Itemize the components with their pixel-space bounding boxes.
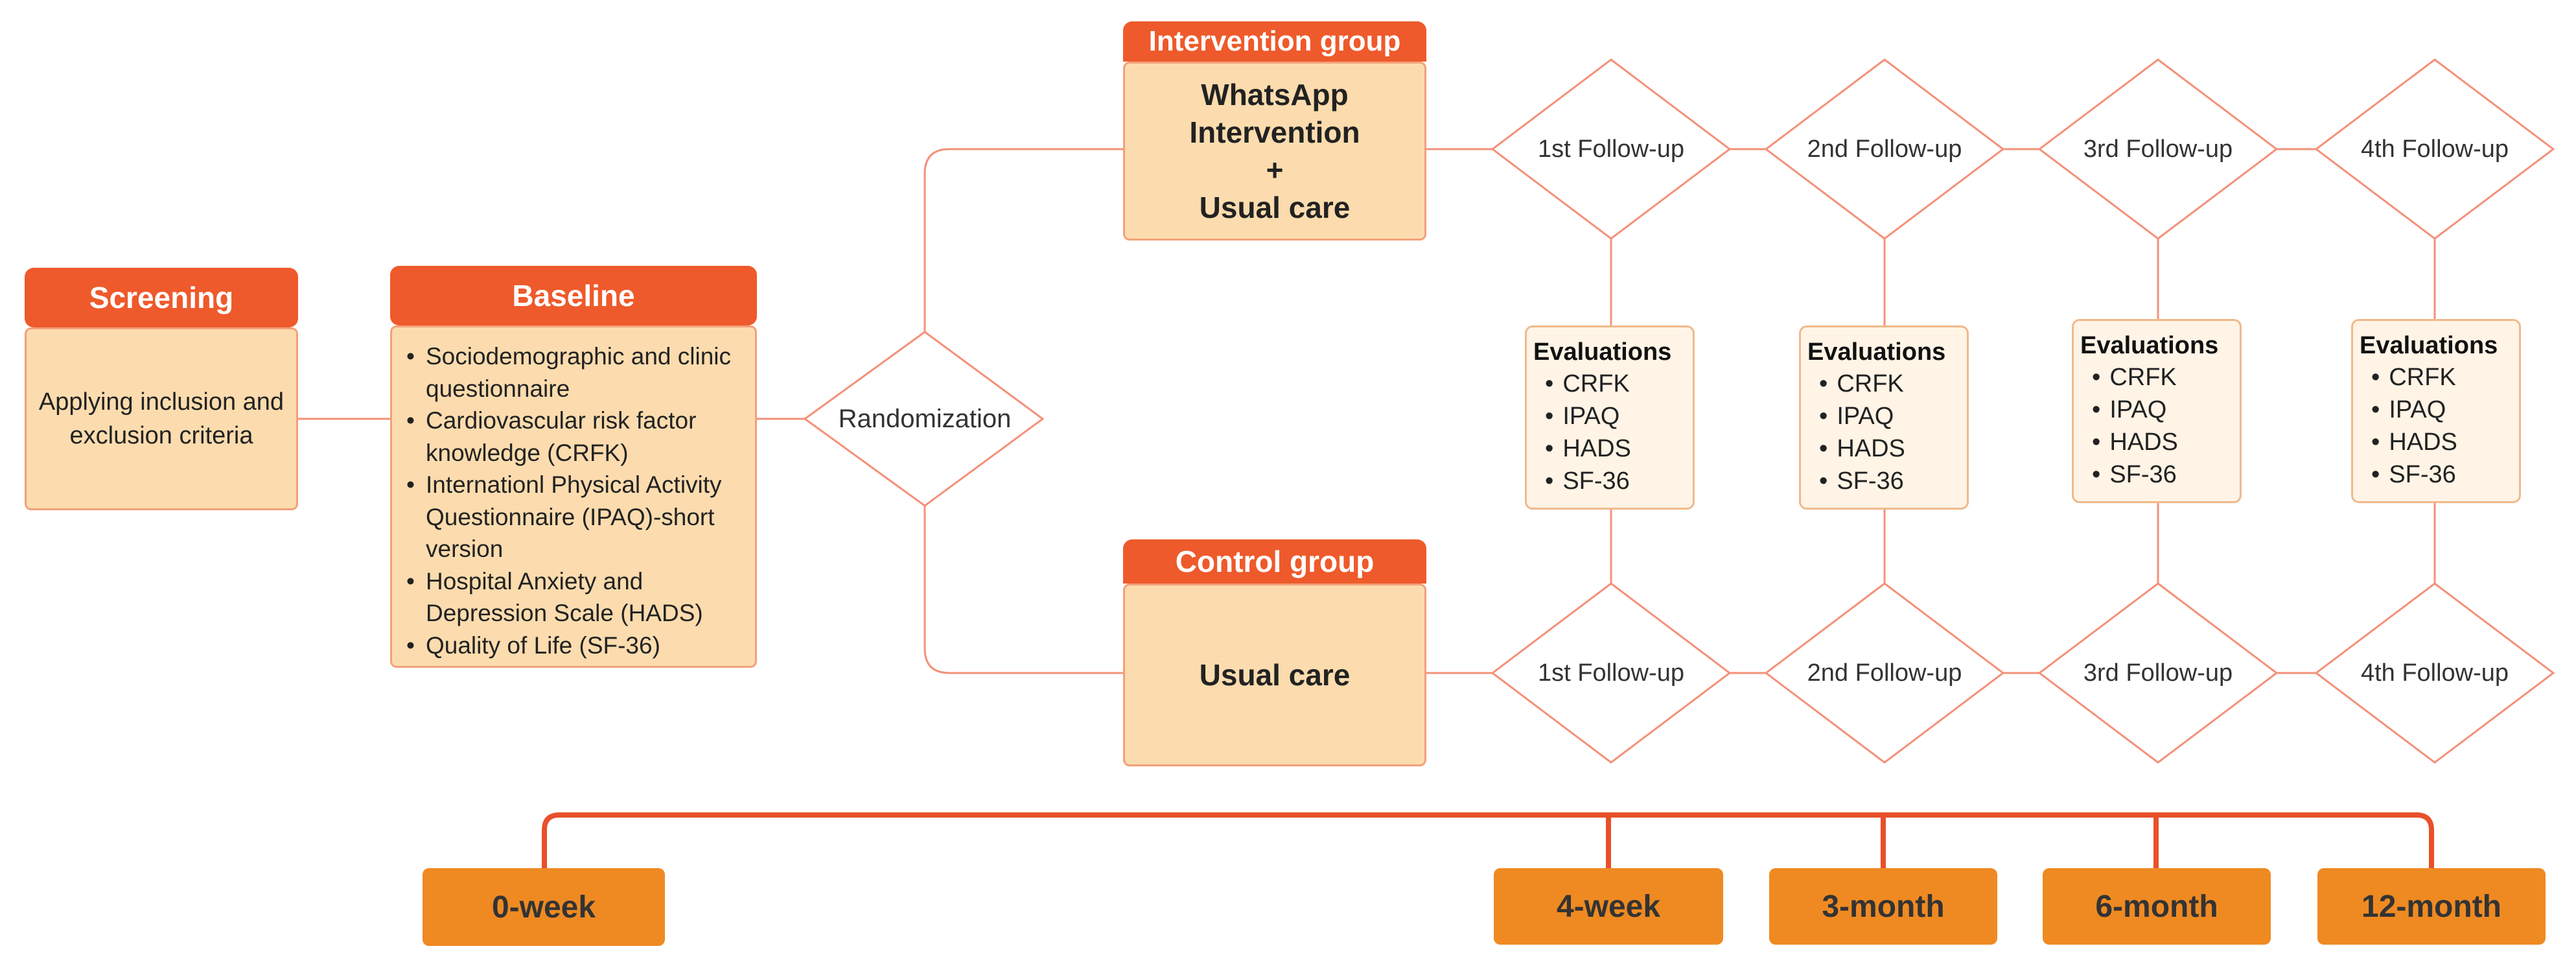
timeline-label: 4-week	[1556, 889, 1661, 924]
followup-label: 2nd Follow-up	[1807, 135, 1962, 163]
baseline-item: Internationl Physical Activity Questionn…	[392, 469, 748, 565]
timeline-box: 6-month	[2043, 868, 2271, 945]
followup-diamond	[1764, 582, 2005, 764]
randomization-label: Randomization	[838, 404, 1012, 433]
intervention-box: WhatsApp Intervention + Usual care	[1123, 62, 1426, 241]
evaluation-item: CRFK	[1819, 368, 1967, 400]
evaluation-item: IPAQ	[2371, 394, 2519, 426]
followup-label: 4th Follow-up	[2360, 135, 2509, 163]
followup-diamond	[2314, 58, 2555, 240]
evaluation-item: SF-36	[1819, 465, 1967, 497]
evaluation-item: CRFK	[1545, 368, 1693, 400]
timeline-label: 3-month	[1822, 889, 1945, 924]
baseline-header: Baseline	[390, 266, 757, 325]
baseline-item: Sociodemographic and clinic questionnair…	[392, 340, 748, 405]
baseline-item: Hospital Anxiety and Depression Scale (H…	[392, 565, 748, 630]
evaluations-list: CRFK IPAQ HADS SF-36	[1533, 368, 1693, 497]
baseline-item: Cardiovascular risk factor knowledge (CR…	[392, 405, 748, 469]
followup-label: 1st Follow-up	[1538, 659, 1684, 687]
screening-box: Applying inclusion and exclusion criteri…	[25, 327, 298, 510]
evaluations-box: Evaluations CRFK IPAQ HADS SF-36	[2351, 319, 2521, 503]
randomization-diamond	[803, 331, 1045, 507]
followup-diamond	[1491, 582, 1732, 764]
control-header-label: Control group	[1175, 545, 1375, 578]
evaluation-item: IPAQ	[1819, 400, 1967, 432]
evaluations-list: CRFK IPAQ HADS SF-36	[2080, 361, 2240, 491]
evaluations-title: Evaluations	[1807, 338, 1946, 366]
followup-label: 3rd Follow-up	[2083, 659, 2233, 687]
followup-diamond	[2314, 582, 2555, 764]
evaluations-list: CRFK IPAQ HADS SF-36	[1807, 368, 1967, 497]
evaluation-item: SF-36	[1545, 465, 1693, 497]
control-header: Control group	[1123, 539, 1426, 584]
evaluations-box: Evaluations CRFK IPAQ HADS SF-36	[1799, 325, 1969, 510]
timeline-label: 6-month	[2095, 889, 2218, 924]
evaluation-item: IPAQ	[1545, 400, 1693, 432]
timeline-line	[542, 812, 2434, 872]
intervention-header: Intervention group	[1123, 21, 1426, 62]
intervention-line: Usual care	[1199, 191, 1351, 224]
timeline-label: 12-month	[2361, 889, 2501, 924]
diamonds	[803, 58, 2555, 764]
intervention-header-label: Intervention group	[1148, 25, 1401, 57]
control-box: Usual care	[1123, 584, 1426, 766]
baseline-item: Quality of Life (SF-36)	[392, 630, 748, 662]
evaluations-list: CRFK IPAQ HADS SF-36	[2360, 361, 2519, 491]
followup-label: 3rd Follow-up	[2083, 135, 2233, 163]
followup-diamond	[2037, 582, 2279, 764]
intervention-line: WhatsApp	[1201, 78, 1349, 112]
evaluation-item: CRFK	[2092, 361, 2240, 394]
timeline-box: 12-month	[2317, 868, 2546, 945]
followup-diamond	[1491, 58, 1732, 240]
evaluation-item: HADS	[2092, 426, 2240, 458]
connector-lines	[297, 148, 2436, 674]
screening-header: Screening	[25, 268, 298, 327]
intervention-line: Intervention	[1189, 115, 1360, 149]
timeline-box: 0-week	[423, 868, 665, 946]
baseline-header-label: Baseline	[512, 279, 635, 313]
evaluation-item: HADS	[1545, 432, 1693, 465]
followup-label: 4th Follow-up	[2360, 659, 2509, 687]
screening-text: Applying inclusion and exclusion criteri…	[38, 388, 284, 449]
followup-label: 2nd Follow-up	[1807, 659, 1962, 687]
baseline-box: Sociodemographic and clinic questionnair…	[390, 325, 757, 668]
evaluation-item: IPAQ	[2092, 394, 2240, 426]
evaluations-box: Evaluations CRFK IPAQ HADS SF-36	[2072, 319, 2242, 503]
intervention-line: +	[1266, 153, 1284, 187]
timeline-label: 0-week	[491, 890, 596, 925]
timeline-box: 3-month	[1769, 868, 1997, 945]
evaluation-item: HADS	[1819, 432, 1967, 465]
followup-label: 1st Follow-up	[1538, 135, 1684, 163]
evaluation-item: HADS	[2371, 426, 2519, 458]
followup-diamond	[2037, 58, 2279, 240]
evaluations-title: Evaluations	[1533, 338, 1672, 366]
evaluation-item: CRFK	[2371, 361, 2519, 394]
baseline-list: Sociodemographic and clinic questionnair…	[392, 340, 748, 661]
screening-header-label: Screening	[89, 281, 234, 314]
control-text: Usual care	[1199, 658, 1351, 692]
evaluation-item: SF-36	[2092, 458, 2240, 491]
followup-diamond	[1764, 58, 2005, 240]
evaluations-box: Evaluations CRFK IPAQ HADS SF-36	[1525, 325, 1695, 510]
evaluations-title: Evaluations	[2360, 332, 2498, 359]
timeline-box: 4-week	[1494, 868, 1723, 945]
evaluation-item: SF-36	[2371, 458, 2519, 491]
evaluations-title: Evaluations	[2080, 332, 2219, 359]
